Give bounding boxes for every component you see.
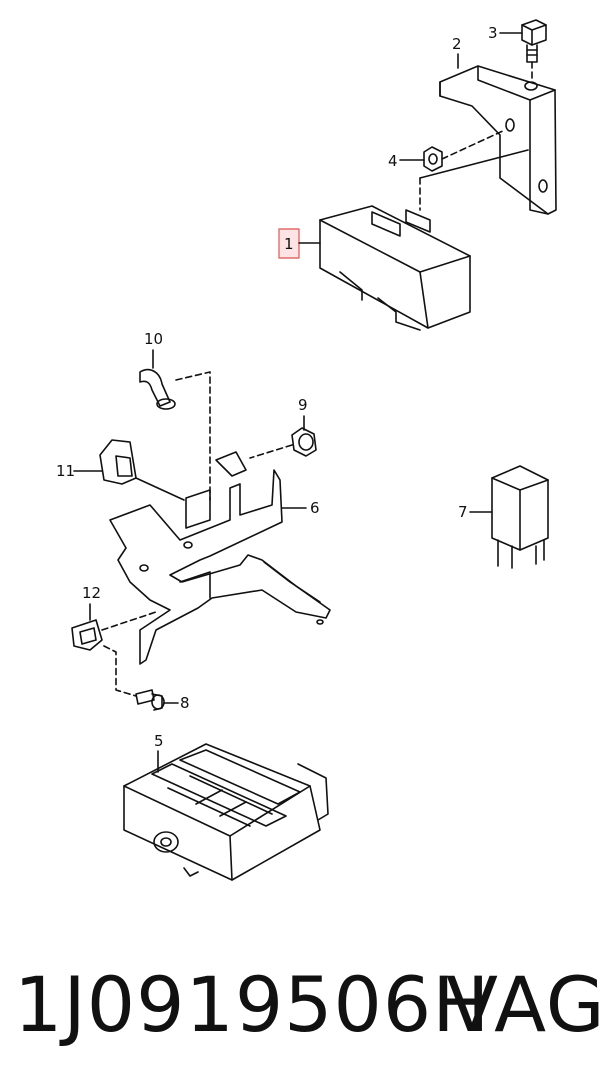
- part-11-clip: [99, 439, 185, 501]
- part-8-screw: [135, 689, 165, 711]
- part-3-bolt: [521, 19, 547, 83]
- part-2-bracket: [439, 65, 557, 215]
- callout-1-label: 1: [284, 235, 294, 253]
- part-4-nut: [423, 129, 506, 172]
- callout-6-label: 6: [310, 499, 320, 517]
- callout-2-label: 2: [452, 35, 462, 53]
- part-10-hose: [139, 368, 211, 501]
- part-6-bracket: [109, 451, 331, 665]
- part-number: 1J0919506H: [14, 960, 491, 1049]
- part-5-control-module: [123, 743, 329, 881]
- callout-10-label: 10: [144, 330, 163, 348]
- callout-4-label: 4: [388, 152, 398, 170]
- part-7-relay: [491, 465, 549, 569]
- callout-11-label: 11: [56, 462, 75, 480]
- part-12-clip: [71, 611, 157, 697]
- part-9-grommet: [249, 427, 317, 459]
- callout-12-label: 12: [82, 584, 101, 602]
- callout-9-label: 9: [298, 396, 308, 414]
- exploded-parts-diagram: 1 2 3 4 10 9 11 6 7 12 8 5: [56, 19, 557, 881]
- callout-3-label: 3: [488, 24, 498, 42]
- callout-8-label: 8: [180, 694, 190, 712]
- callout-5-label: 5: [154, 732, 164, 750]
- callout-7-label: 7: [458, 503, 468, 521]
- brand-name: VAG: [446, 960, 600, 1049]
- callouts: 1 2 3 4 10 9 11 6 7 12 8 5: [56, 24, 523, 773]
- part-1-control-unit: [319, 149, 529, 331]
